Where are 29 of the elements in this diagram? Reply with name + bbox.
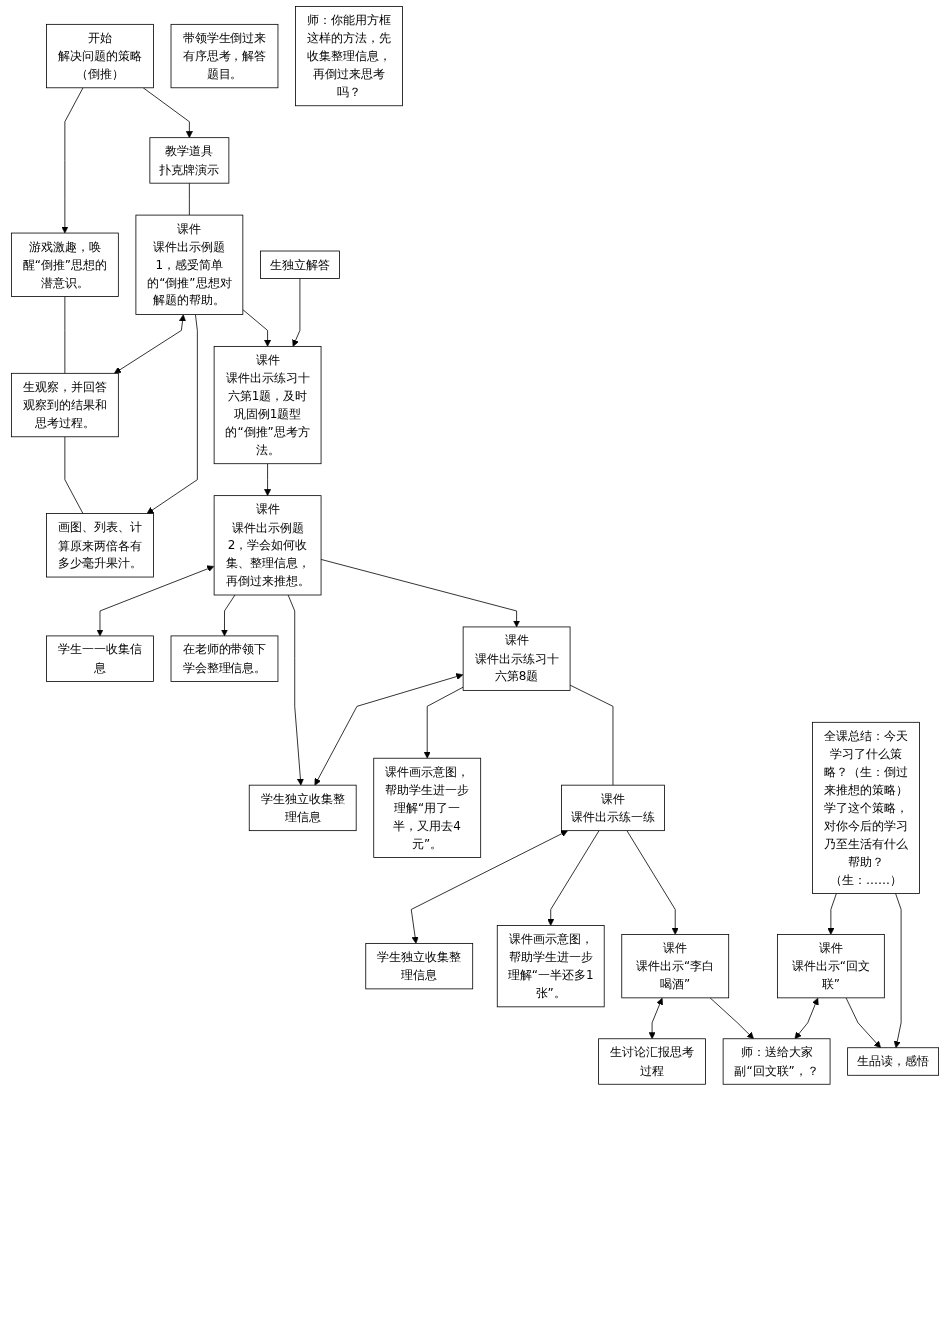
node-box: 生讨论汇报思考过程 — [598, 1038, 706, 1085]
node-box: 课件 课件出示“回文联” — [777, 934, 885, 999]
node-box: 全课总结：今天学习了什么策略？（生：倒过来推想的策略）学了这个策略，对你今后的学习乃至生活有什么帮助？（生：……） — [812, 721, 920, 894]
node-box: 课件 课件出示例题2，学会如何收集、整理信息，再倒过来推想。 — [213, 495, 322, 596]
node-box: 带领学生倒过来有序思考，解答题目。 — [170, 23, 279, 89]
connector — [188, 182, 190, 216]
node-box: 游戏激趣，唤醒“倒推”思想的潜意识。 — [11, 232, 119, 297]
node-box: 学生独立收集整理信息 — [248, 784, 357, 832]
node-box: 教学道具 扑克牌演示 — [149, 137, 230, 184]
connector — [569, 684, 614, 786]
node-box: 学生独立收集整理信息 — [365, 943, 474, 990]
node-box: 课件画示意图，帮助学生进一步理解“一半还多1张”。 — [496, 925, 605, 1008]
node-box: 在老师的带领下学会整理信息。 — [170, 635, 279, 682]
connector — [64, 296, 66, 374]
node-box: 课件画示意图，帮助学生进一步理解“用了一半，又用去4元”。 — [373, 757, 482, 858]
connector — [64, 436, 84, 514]
node-box: 生观察，并回答观察到的结果和思考过程。 — [11, 372, 119, 438]
node-box: 生品读，感悟 — [847, 1047, 939, 1076]
node-box: 师：送给大家副“回文联”，？ — [722, 1038, 831, 1085]
node-box: 画图、列表、计算原来两倍各有多少毫升果汁。 — [46, 513, 154, 578]
node-box: 课件 课件出示例题1，感受简单的“倒推”思想对解题的帮助。 — [135, 214, 244, 315]
node-box: 开始 解决问题的策略（倒推） — [46, 23, 154, 89]
node-box: 课件 课件出示练一练 — [561, 784, 665, 832]
node-box: 学生一一收集信息 — [46, 635, 154, 682]
node-box: 生独立解答 — [260, 250, 340, 279]
node-box: 师：你能用方框这样的方法，先收集整理信息，再倒过来思考吗？ — [295, 6, 403, 107]
node-box: 课件 课件出示练习十六第1题，及时巩固例1题型的“倒推”思考方法。 — [213, 346, 322, 465]
node-box: 课件 课件出示练习十六第8题 — [462, 626, 571, 691]
node-box: 课件 课件出示“李白喝酒” — [621, 934, 730, 999]
